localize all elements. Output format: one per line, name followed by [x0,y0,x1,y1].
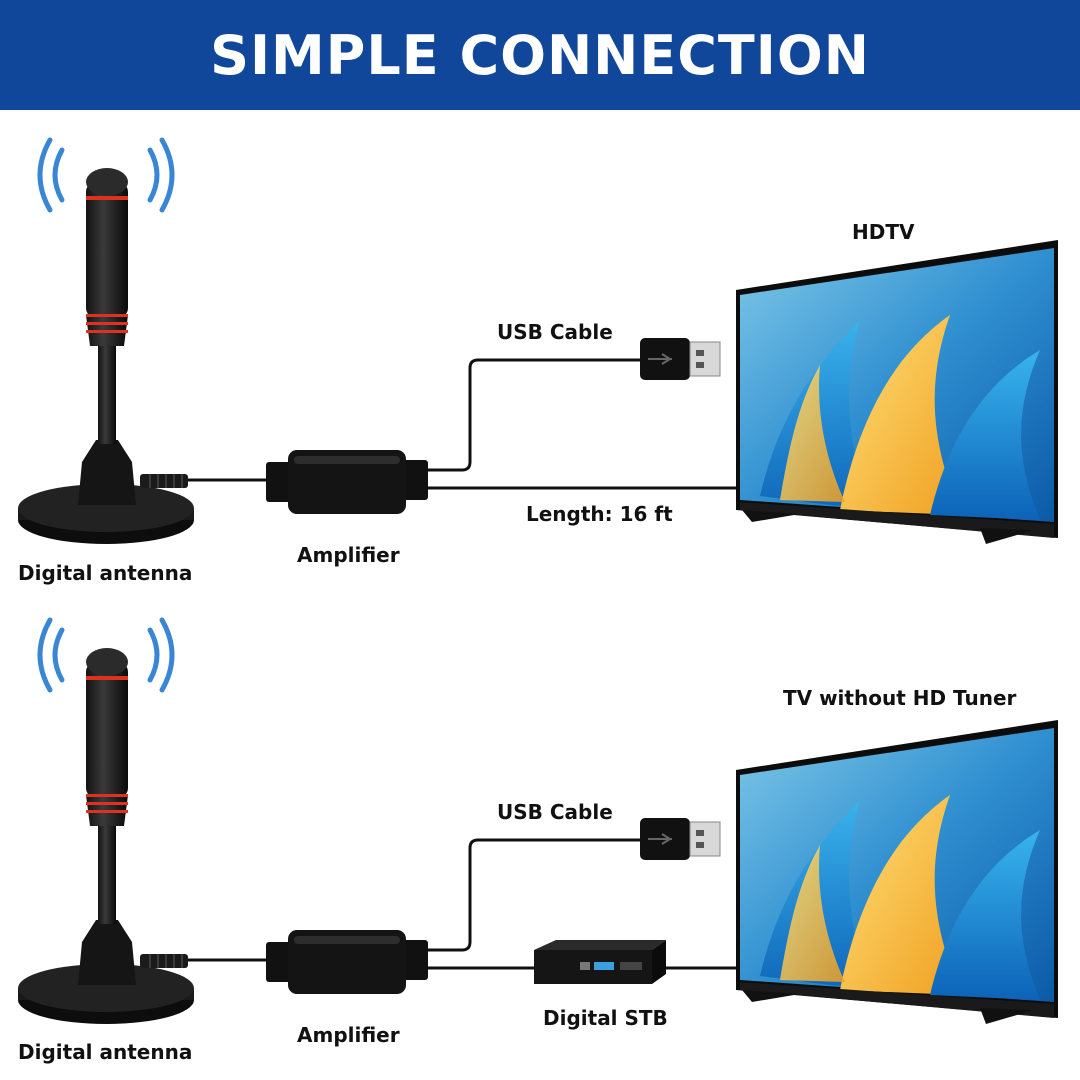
digital-antenna-label: Digital antenna [18,561,193,585]
connection-diagram-hdtv: HDTV USB Cable Length: 16 ft Amplifier D… [0,110,1080,590]
header-banner: SIMPLE CONNECTION [0,0,1080,110]
connection-diagram-stb: TV without HD Tuner USB Cable Digital ST… [0,590,1080,1070]
amplifier-icon [266,930,428,994]
digital-stb-label: Digital STB [543,1006,668,1030]
tv-label: TV without HD Tuner [783,686,1017,710]
usb-cable-label: USB Cable [497,320,613,344]
cables [188,838,736,970]
usb-plug-icon [640,818,721,860]
diagram-art [18,617,1058,1024]
tv-label: HDTV [852,220,915,244]
tv-icon [736,720,1058,1024]
diagram-art [18,137,1058,544]
cables [188,358,736,490]
cable-length-label: Length: 16 ft [526,502,673,526]
usb-cable-label: USB Cable [497,800,613,824]
amplifier-label: Amplifier [297,1023,400,1047]
digital-antenna-label: Digital antenna [18,1040,193,1064]
digital-antenna-icon [18,168,194,544]
hdtv-icon [736,240,1058,544]
signal-waves-icon [37,617,175,693]
set-top-box-icon [534,940,666,984]
amplifier-icon [266,450,428,514]
page-title: SIMPLE CONNECTION [210,23,870,87]
signal-waves-icon [37,137,175,213]
digital-antenna-icon [18,648,194,1024]
amplifier-label: Amplifier [297,543,400,567]
usb-plug-icon [640,338,721,380]
